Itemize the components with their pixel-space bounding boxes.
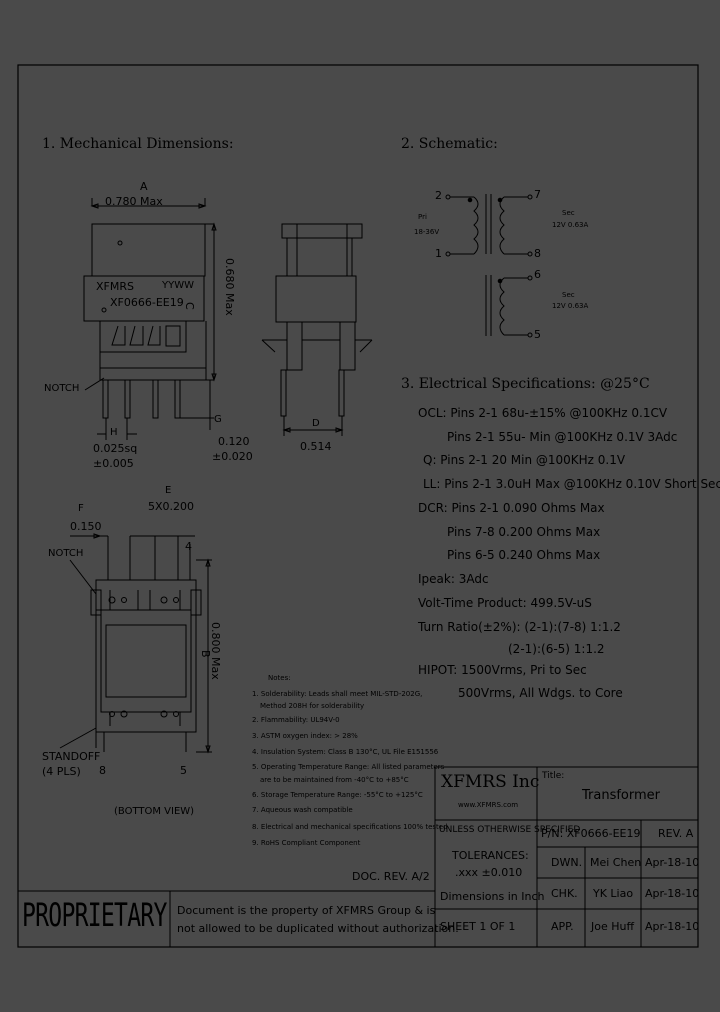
approved-date: Apr-18-10	[645, 920, 700, 933]
front-view	[83, 198, 217, 440]
spec-hipot-1: HIPOT: 1500Vrms, Pri to Sec	[418, 663, 587, 677]
drawn-name: Mei Chen	[590, 856, 642, 869]
dim-d-label: D	[312, 418, 320, 429]
bottom-view-label: (BOTTOM VIEW)	[114, 806, 195, 817]
sch-pin-2: 2	[435, 189, 442, 202]
sch-pin-1: 1	[435, 247, 442, 260]
schematic-diagram	[445, 194, 533, 338]
pin-8-label: 8	[99, 764, 106, 777]
company-website: www.XFMRS.com	[458, 801, 519, 809]
notch-label: NOTCH	[44, 383, 80, 394]
note-6: 6. Storage Temperature Range: -55°C to +…	[252, 791, 423, 799]
dim-g-label: G	[214, 414, 222, 425]
dim-f-label: F	[78, 503, 84, 514]
spec-hipot-2: 500Vrms, All Wdgs. to Core	[458, 686, 623, 700]
spec-ipeak: Ipeak: 3Adc	[418, 572, 489, 586]
part-number: XF0666-EE19	[110, 296, 184, 309]
sch-pri-label: Pri	[418, 213, 427, 221]
sheet-number: SHEET 1 OF 1	[440, 920, 516, 933]
section-schematic: 2. Schematic:	[401, 136, 498, 152]
drawing-title: Transformer	[582, 788, 661, 803]
spec-q: Q: Pins 2-1 20 Min @100KHz 0.1V	[423, 453, 626, 467]
title-label: Title:	[542, 771, 565, 781]
sch-pin-6: 6	[534, 268, 541, 281]
spec-turn-ratio-2: (2-1):(6-5) 1:1.2	[508, 642, 605, 656]
note-1: 1. Solderability: Leads shall meet MIL-S…	[252, 690, 423, 698]
note-5b: are to be maintained from -40°C to +85°C	[260, 776, 409, 784]
note-8: 8. Electrical and mechanical specificati…	[252, 823, 448, 831]
drawn-date: Apr-18-10	[645, 856, 700, 869]
proprietary-text-2: not allowed to be duplicated without aut…	[177, 922, 459, 935]
doc-revision: DOC. REV. A/2	[352, 870, 430, 883]
dim-e-label: E	[165, 485, 172, 496]
side-view	[261, 223, 373, 436]
note-9: 9. RoHS Compliant Component	[252, 839, 361, 847]
tolerance-value: .xxx ±0.010	[455, 866, 523, 879]
dimensions-unit: Dimensions in Inch	[440, 890, 545, 903]
spec-ocl-1: OCL: Pins 2-1 68u-±15% @100KHz 0.1CV	[418, 406, 668, 420]
revision-field: REV. A	[658, 827, 694, 840]
dim-h-value: 0.025sq	[93, 442, 138, 455]
spec-ll: LL: Pins 2-1 3.0uH Max @100KHz 0.10V Sho…	[423, 477, 720, 491]
note-7: 7. Aqueous wash compatible	[252, 806, 353, 814]
checked-label: CHK.	[551, 887, 578, 900]
sch-sec1-rating: 12V 0.63A	[552, 221, 589, 229]
dim-h-label: H	[110, 427, 118, 438]
sch-pin-8: 8	[534, 247, 541, 260]
spec-ocl-2: Pins 2-1 55u- Min @100KHz 0.1V 3Adc	[447, 430, 678, 444]
unless-specified: UNLESS OTHERWISE SPECIFIED	[439, 825, 581, 835]
note-1b: Method 208H for solderability	[260, 702, 365, 710]
dim-g-tolerance: ±0.020	[212, 450, 253, 463]
dim-c-label: C	[183, 302, 196, 310]
proprietary-label: PROPRIETARY	[22, 896, 167, 934]
spec-dcr-2: Pins 7-8 0.200 Ohms Max	[447, 525, 601, 539]
sch-pri-voltage: 18-36V	[414, 228, 440, 236]
spec-volt-time: Volt-Time Product: 499.5V-uS	[418, 596, 592, 610]
dim-a-value: 0.780 Max	[105, 195, 163, 208]
sch-pin-5: 5	[534, 328, 541, 341]
sch-sec1-label: Sec	[562, 209, 575, 217]
checked-name: YK Liao	[593, 887, 634, 900]
notch-bottom-label: NOTCH	[48, 548, 84, 559]
title-block-lines	[18, 766, 698, 947]
dim-b-value: 0.800 Max	[209, 622, 222, 680]
dim-g-value: 0.120	[218, 435, 250, 448]
pin-5-label: 5	[180, 764, 187, 777]
approved-label: APP.	[551, 920, 574, 933]
part-date-code: YYWW	[162, 280, 194, 291]
note-3: 3. ASTM oxygen index: > 28%	[252, 732, 358, 740]
part-number-field: P/N: XF0666-EE19	[541, 827, 641, 840]
dim-d-value: 0.514	[300, 440, 332, 453]
part-brand: XFMRS	[96, 280, 134, 293]
company-name: XFMRS Inc	[441, 772, 540, 792]
note-5: 5. Operating Temperature Range: All list…	[252, 763, 445, 771]
note-2: 2. Flammability: UL94V-0	[252, 716, 340, 724]
note-4: 4. Insulation System: Class B 130°C, UL …	[252, 748, 439, 756]
spec-turn-ratio-1: Turn Ratio(±2%): (2-1):(7-8) 1:1.2	[418, 620, 621, 634]
tolerances-label: TOLERANCES:	[452, 849, 529, 862]
spec-dcr-1: DCR: Pins 2-1 0.090 Ohms Max	[418, 501, 605, 515]
spec-dcr-3: Pins 6-5 0.240 Ohms Max	[447, 548, 601, 562]
section-mechanical: 1. Mechanical Dimensions:	[42, 136, 234, 152]
dim-e-value: 5X0.200	[148, 500, 195, 513]
dim-a-label: A	[140, 180, 148, 193]
dim-h-tolerance: ±0.005	[93, 457, 134, 470]
sch-sec2-label: Sec	[562, 291, 575, 299]
dim-f-value: 0.150	[70, 520, 102, 533]
section-electrical: 3. Electrical Specifications: @25°C	[401, 376, 650, 392]
approved-name: Joe Huff	[591, 920, 635, 933]
checked-date: Apr-18-10	[645, 887, 700, 900]
pin-4-label: 4	[185, 540, 192, 553]
proprietary-text-1: Document is the property of XFMRS Group …	[177, 904, 436, 917]
standoff-label: STANDOFF	[42, 750, 101, 763]
sch-sec2-rating: 12V 0.63A	[552, 302, 589, 310]
bottom-view	[59, 533, 212, 754]
dim-c-value: 0.680 Max	[223, 258, 236, 316]
standoff-count: (4 PLS)	[42, 765, 81, 778]
sch-pin-7: 7	[534, 188, 541, 201]
notes-title: Notes:	[268, 674, 291, 682]
drawn-label: DWN.	[551, 856, 583, 869]
